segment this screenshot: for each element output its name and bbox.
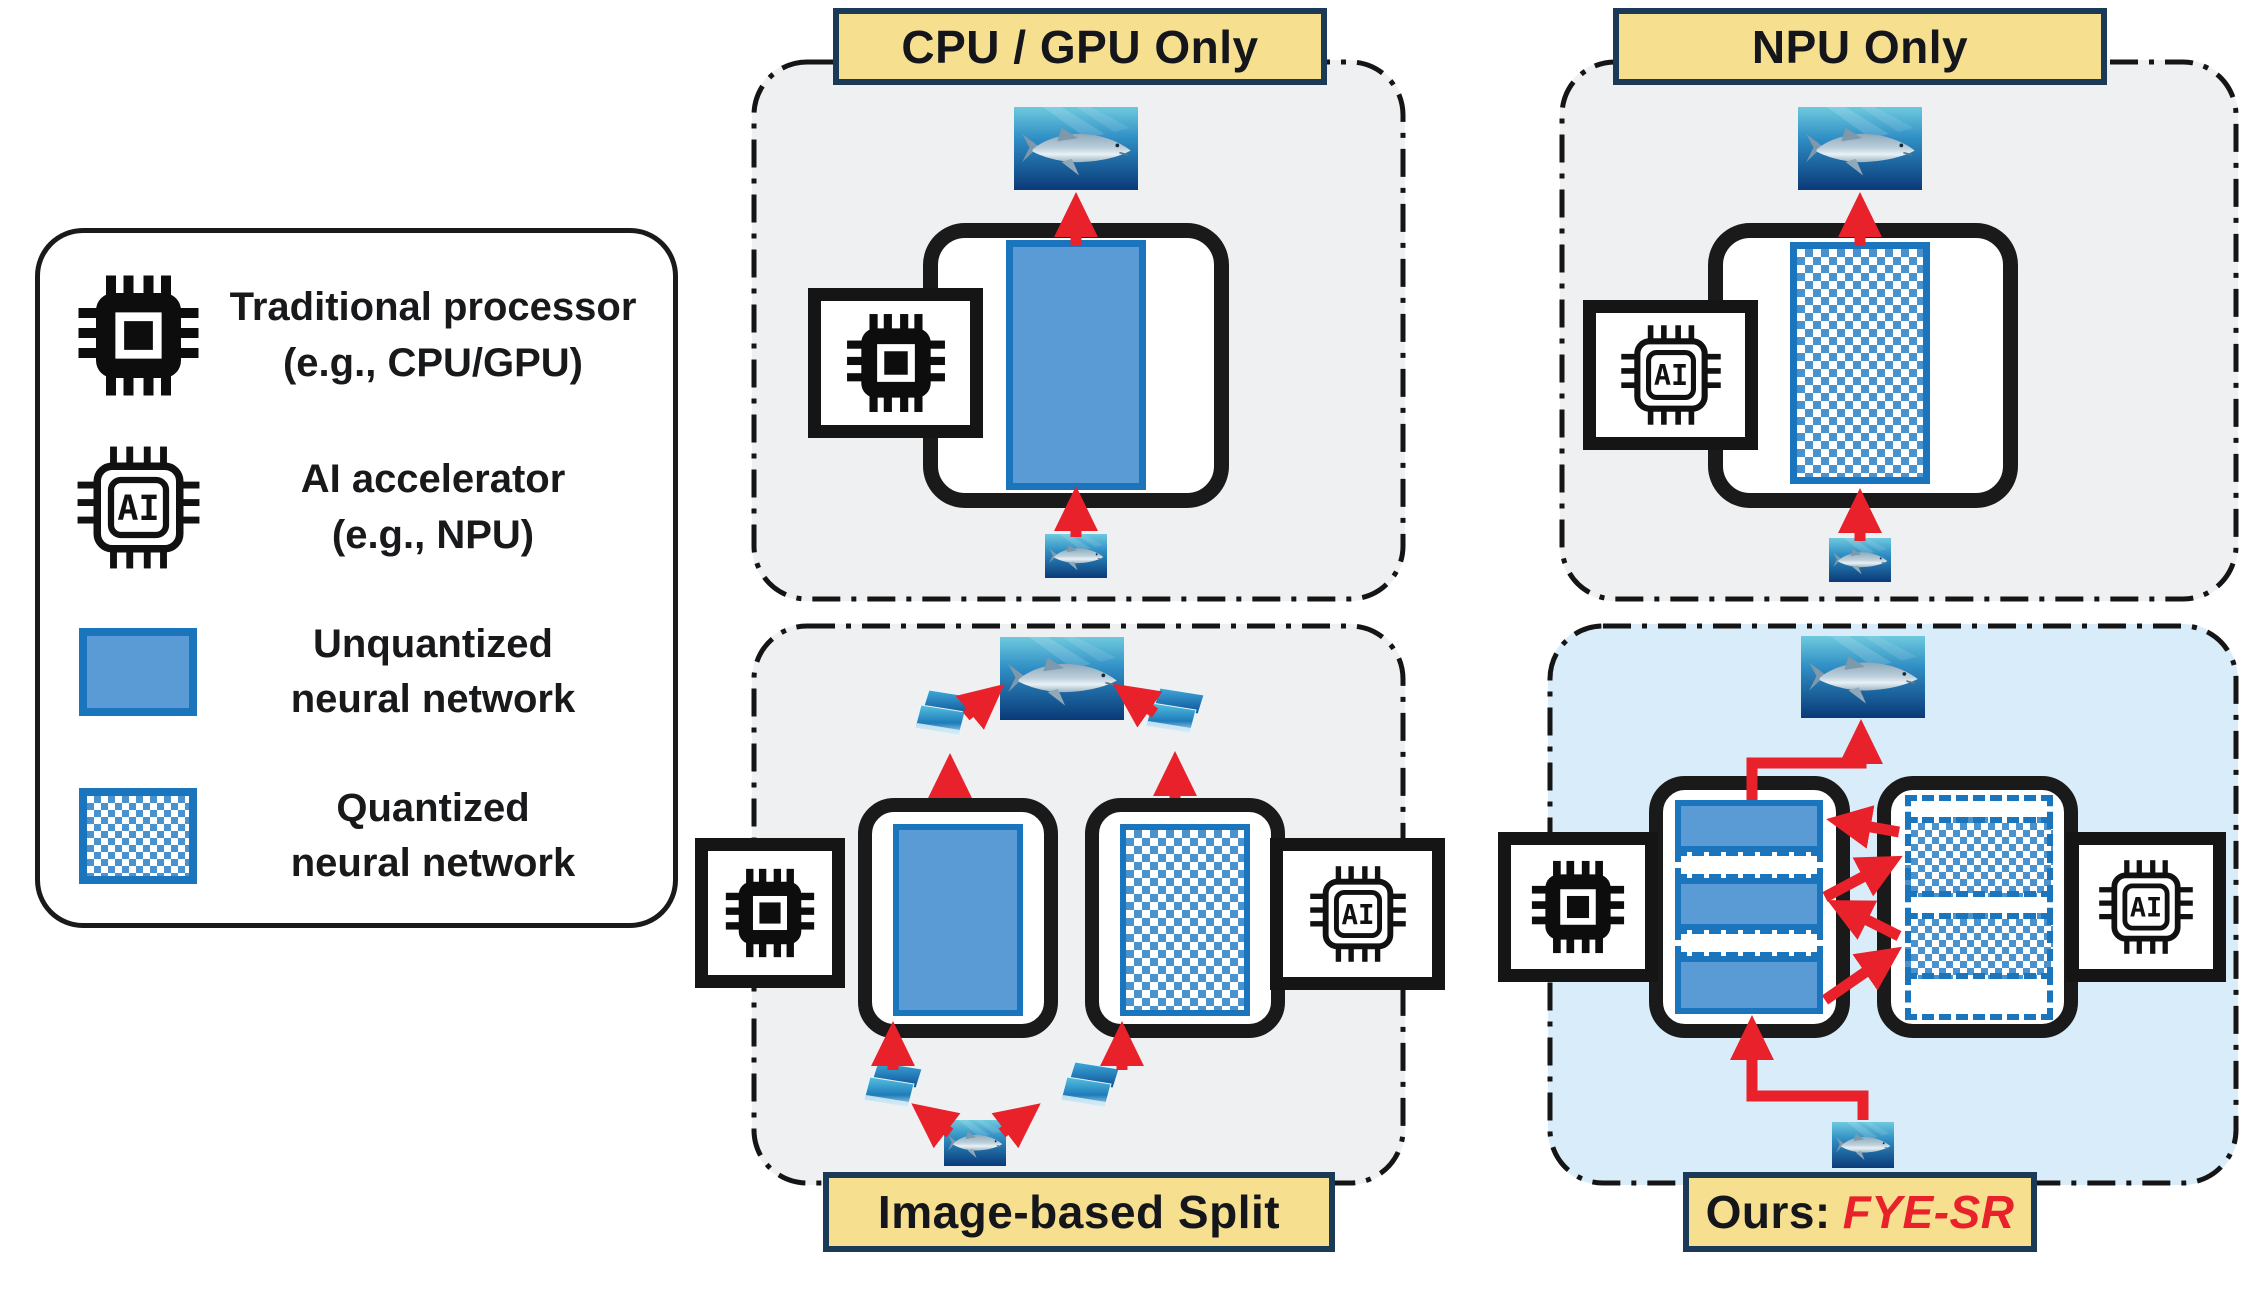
input-image-shark-small [1829, 538, 1891, 582]
legend-text-line: Quantized [336, 786, 530, 830]
legend-item-quantized: Quantized neural network [58, 781, 648, 891]
legend-item-unquantized: Unquantized neural network [58, 617, 648, 727]
ai-chip-icon [1620, 324, 1722, 426]
cpu-chip-badge [1498, 832, 1658, 982]
legend-label: AI accelerator (e.g., NPU) [218, 452, 648, 562]
output-image-shark [1000, 637, 1124, 720]
cpu-chip-icon [845, 312, 947, 414]
image-slices-bottom-left [864, 1062, 922, 1112]
quantized-layer-block [1905, 913, 2053, 979]
ai-chip-badge [1270, 838, 1445, 990]
title-image-based-split: Image-based Split [823, 1172, 1335, 1252]
ai-chip-badge [1583, 300, 1758, 450]
unquantized-network-block [1006, 240, 1146, 490]
output-image-shark [1014, 107, 1138, 190]
cpu-chip-badge [695, 838, 845, 988]
legend-label: Quantized neural network [218, 781, 648, 891]
input-image-shark-small [1045, 534, 1107, 578]
legend-text-line: Traditional processor [229, 285, 637, 330]
unquantized-network-swatch [58, 628, 218, 717]
image-slices-top-left [915, 690, 973, 740]
unquantized-layer-block [1675, 956, 1823, 1014]
title-ours-fye-sr: Ours: FYE-SR [1683, 1172, 2037, 1252]
offloaded-layer-placeholder [1905, 973, 2053, 1020]
cpu-chip-icon [724, 867, 816, 959]
image-slices-bottom-right [1061, 1062, 1119, 1112]
unquantized-network-block [893, 824, 1023, 1016]
legend-item-traditional-processor: Traditional processor (e.g., CPU/GPU) [58, 273, 648, 398]
cpu-chip-icon [58, 273, 218, 398]
ours-method-name: FYE-SR [1842, 1186, 2015, 1238]
legend-text-line: neural network [290, 841, 576, 886]
legend-label: Unquantized neural network [218, 617, 648, 727]
ai-chip-icon [1309, 865, 1407, 963]
image-slices-top-right [1146, 688, 1204, 738]
ai-chip-icon [2098, 859, 2194, 955]
quantized-network-swatch [58, 788, 218, 885]
quantized-network-block [1790, 242, 1930, 484]
legend-label: Traditional processor (e.g., CPU/GPU) [218, 280, 648, 390]
legend-text-line: neural network [290, 677, 576, 722]
output-image-shark [1801, 636, 1925, 718]
legend-text-line: (e.g., NPU) [331, 512, 535, 557]
cpu-chip-icon [1530, 859, 1626, 955]
quantized-layer-block [1905, 817, 2053, 897]
legend-text-line: AI accelerator [300, 457, 566, 502]
legend-text-line: (e.g., CPU/GPU) [282, 340, 584, 385]
title-cpu-gpu-only: CPU / GPU Only [833, 8, 1327, 85]
title-npu-only: NPU Only [1613, 8, 2107, 85]
ai-chip-icon [58, 445, 218, 570]
quantized-network-block [1120, 824, 1250, 1016]
legend-item-ai-accelerator: AI accelerator (e.g., NPU) [58, 445, 648, 570]
ai-chip-badge [2066, 832, 2226, 982]
offloaded-layer-placeholder [1675, 928, 1823, 958]
ours-prefix: Ours: [1705, 1186, 1831, 1238]
legend-box: Traditional processor (e.g., CPU/GPU) AI… [35, 228, 678, 928]
input-image-shark-small [1832, 1122, 1894, 1168]
unquantized-layer-block [1675, 878, 1823, 930]
output-image-shark [1798, 107, 1922, 190]
legend-text-line: Unquantized [313, 622, 553, 666]
cpu-chip-badge [808, 288, 983, 438]
unquantized-layer-block [1675, 800, 1823, 852]
offloaded-layer-placeholder [1675, 850, 1823, 880]
input-image-shark-small [944, 1120, 1006, 1166]
